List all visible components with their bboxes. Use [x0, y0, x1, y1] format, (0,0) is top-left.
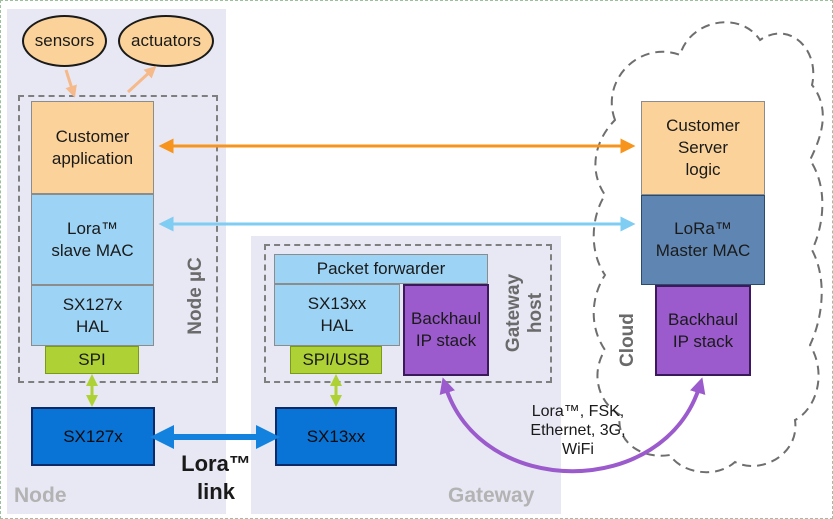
- node-panel-label: Node: [14, 484, 67, 507]
- gateway-sx13xx-radio: SX13xx: [275, 407, 397, 466]
- gateway-packet-forwarder: Packet forwarder: [274, 254, 488, 284]
- node-sx127x-hal: SX127x HAL: [31, 285, 154, 346]
- node-slave-mac: Lora™ slave MAC: [31, 194, 154, 285]
- backhaul-link-arrow: [439, 377, 706, 474]
- node-sx127x-radio: SX127x: [31, 407, 155, 466]
- gateway-panel-label: Gateway: [448, 484, 535, 507]
- node-uc-enclosure: [18, 95, 218, 383]
- cloud-customer-server-logic: Customer Server logic: [641, 101, 765, 195]
- cloud-lora-master-mac: LoRa™ Master MAC: [641, 195, 765, 285]
- actuators-arrow: [126, 65, 157, 94]
- node-customer-application: Customer application: [31, 101, 154, 194]
- node-spi: SPI: [45, 346, 139, 374]
- gateway-host-enclosure: [264, 244, 552, 383]
- cloud-backhaul-ip-stack: Backhaul IP stack: [655, 285, 751, 376]
- sensors-arrow: [64, 69, 77, 98]
- actuators-oval: actuators: [118, 15, 214, 67]
- sensors-oval: sensors: [22, 15, 107, 67]
- backhaul-link-label: Lora™, FSK, Ethernet, 3G, WiFi: [530, 403, 626, 458]
- gateway-backhaul-ip-stack: Backhaul IP stack: [403, 284, 489, 376]
- gateway-sx13xx-hal: SX13xx HAL: [274, 284, 400, 346]
- lora-link-label: Lora™ link: [181, 451, 251, 504]
- gateway-spi-usb: SPI/USB: [290, 346, 382, 374]
